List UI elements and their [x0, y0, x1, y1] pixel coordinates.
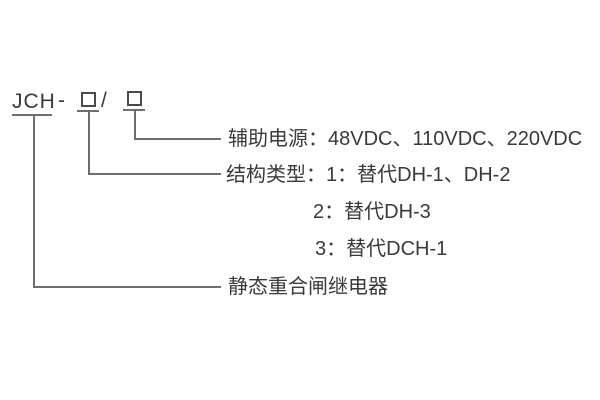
- structure-type-label-line1: 结构类型：1：替代DH-1、DH-2: [226, 164, 511, 186]
- product-name-label: 静态重合闸继电器: [228, 276, 388, 298]
- prefix-underline: [12, 114, 52, 116]
- connector-line-aux-power: [134, 111, 221, 140]
- model-prefix-text: JCH: [12, 90, 56, 113]
- dash-separator: -: [58, 89, 65, 112]
- slash-separator: /: [101, 89, 107, 112]
- connector-line-structure-type: [88, 112, 221, 175]
- structure-type-label-line3: 3：替代DCH-1: [315, 238, 448, 260]
- structure-type-placeholder-box: [81, 92, 96, 107]
- aux-power-placeholder-box: [127, 91, 142, 106]
- box2-underline: [123, 109, 145, 111]
- aux-power-label: 辅助电源：48VDC、110VDC、220VDC: [228, 128, 583, 150]
- box1-underline: [77, 110, 99, 112]
- connector-line-product-name: [33, 116, 221, 288]
- structure-type-label-line2: 2：替代DH-3: [313, 201, 431, 223]
